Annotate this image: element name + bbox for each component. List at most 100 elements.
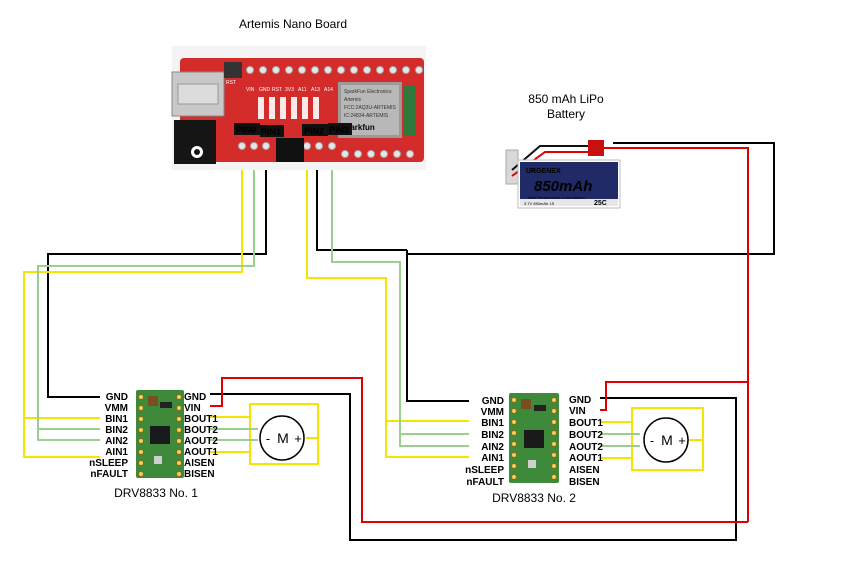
d2-pin-aout1: AOUT1 — [569, 453, 603, 464]
wire-gnd-driver1-right — [210, 393, 737, 541]
d1-pin-bin2: BIN2 — [105, 425, 128, 436]
motor-1: - M + — [259, 415, 305, 461]
battery-title-line1: 850 mAh LiPo — [528, 92, 604, 106]
chip-line-4: IC:24834-ARTEMIS — [344, 113, 389, 119]
driver2-chip — [524, 430, 544, 448]
d2-pin-bin1: BIN1 — [481, 418, 504, 429]
d1-pin-aout2: AOUT2 — [184, 436, 218, 447]
d1-pin-vin: VIN — [184, 403, 201, 414]
d2-pin-bisen: BISEN — [569, 477, 600, 488]
d2-pin-gnd-left: GND — [482, 396, 504, 407]
d1-pin-ain1: AIN1 — [105, 447, 128, 458]
driver1-label: DRV8833 No. 1 — [114, 486, 198, 500]
battery-plug-icon — [588, 140, 604, 156]
motor-2: - M + — [643, 417, 689, 463]
pin3-label: PIN3 — [329, 125, 349, 135]
silk-rst: RST — [272, 87, 282, 93]
motor2-plus: + — [678, 433, 686, 448]
motor2-minus: - — [650, 433, 654, 448]
artemis-nano-board: RST VIN GND RST 3V3 A11 A13 A14 SparkFun… — [171, 46, 426, 170]
d1-pin-gnd-right: GND — [184, 392, 206, 403]
wire-gnd-driver2-left — [406, 250, 469, 402]
battery-brand: URGENEX — [526, 168, 561, 175]
motor1-plus: + — [294, 431, 302, 446]
d1-pin-aout1: AOUT1 — [184, 447, 218, 458]
battery-tagline: High Performance Li-ion Battery — [528, 195, 585, 200]
d2-pin-bout1: BOUT1 — [569, 418, 603, 429]
d2-pin-ain1: AIN1 — [481, 453, 504, 464]
brand-logo: sparkfun — [341, 123, 375, 132]
silk-a13: A13 — [311, 87, 320, 93]
board-title: Artemis Nano Board — [239, 17, 347, 31]
antenna — [404, 86, 416, 136]
d2-pin-aout2: AOUT2 — [569, 442, 603, 453]
d1-pin-gnd-left: GND — [106, 392, 128, 403]
d1-pin-aisen: AISEN — [184, 458, 215, 469]
driver1-chip — [150, 426, 170, 444]
board-pads — [258, 97, 319, 119]
battery-title-line2: Battery — [547, 107, 585, 121]
chip-line-1: SparkFun Electronics — [344, 89, 392, 95]
motor2-label: M — [661, 432, 673, 448]
d2-pin-nsleep: nSLEEP — [465, 465, 504, 476]
wire-battery-gnd — [407, 142, 775, 255]
d2-pin-gnd-right: GND — [569, 395, 591, 406]
silk-a14: A14 — [324, 87, 333, 93]
motor1-circle — [259, 415, 305, 461]
wire-gnd-main — [47, 152, 267, 398]
d1-pin-vmm: VMM — [105, 403, 128, 414]
drv8833-driver-1 — [136, 390, 184, 478]
d2-pin-vin: VIN — [569, 406, 586, 417]
silk-3v3: 3V3 — [285, 87, 294, 93]
qwiic-connector-icon — [276, 138, 304, 162]
d1-pin-bisen: BISEN — [184, 469, 215, 480]
d1-pin-bin1: BIN1 — [105, 414, 128, 425]
motor2-circle — [643, 417, 689, 463]
pin0-label: PIN0 — [236, 125, 256, 135]
wire-pin1 — [37, 152, 255, 441]
wires — [23, 142, 775, 541]
drv8833-driver-2 — [509, 393, 559, 483]
chip-line-3: FCC:2AQ3U-ARTEMIS — [344, 105, 397, 111]
d2-pin-vmm: VMM — [481, 407, 504, 418]
silk-a11: A11 — [298, 87, 307, 93]
driver2-left-pins: GND VMM BIN1 BIN2 AIN2 AIN1 nSLEEP nFAUL… — [465, 396, 504, 488]
d1-pin-bout1: BOUT1 — [184, 414, 218, 425]
header-holes-top — [246, 66, 423, 74]
wire-pin0 — [23, 152, 243, 458]
pin2-label: PIN2 — [304, 126, 324, 136]
driver1-left-pins: GND VMM BIN1 BIN2 AIN2 AIN1 nSLEEP nFAUL… — [89, 392, 128, 480]
wire-pin2 — [306, 152, 469, 458]
wire-pin3 — [331, 152, 469, 447]
wire-vin-driver2 — [600, 381, 748, 411]
pin1-label: PIN1 — [261, 127, 281, 137]
motor1-label: M — [277, 430, 289, 446]
d2-pin-bin2: BIN2 — [481, 430, 504, 441]
silk-gnd: GND — [259, 87, 271, 93]
header-holes-bottom — [238, 142, 414, 158]
driver2-right-pins: GND VIN BOUT1 BOUT2 AOUT2 AOUT1 AISEN BI… — [569, 395, 603, 488]
d1-pin-nsleep: nSLEEP — [89, 458, 128, 469]
d2-pin-bout2: BOUT2 — [569, 430, 603, 441]
battery-body — [520, 162, 618, 206]
chip-line-2: Artemis — [344, 97, 361, 103]
driver2-label: DRV8833 No. 2 — [492, 491, 576, 505]
wire-m1-bout1 — [210, 403, 319, 465]
d2-pin-ain2: AIN2 — [481, 442, 504, 453]
d1-pin-ain2: AIN2 — [105, 436, 128, 447]
d2-pin-nfault: nFAULT — [466, 477, 504, 488]
lipo-battery: URGENEX 850mAh High Performance Li-ion B… — [505, 140, 621, 209]
battery-capacity: 850mAh — [534, 178, 592, 195]
battery-rating: 25C — [594, 200, 607, 207]
rst-label: RST — [226, 80, 236, 86]
silk-vin: VIN — [246, 87, 255, 93]
d1-pin-bout2: BOUT2 — [184, 425, 218, 436]
reset-button-icon — [224, 62, 242, 78]
wire-gnd-bus — [316, 155, 407, 251]
wire-vin-driver1 — [210, 377, 748, 523]
battery-spec: 3.7V 850mAh 1S — [524, 201, 555, 206]
d1-pin-nfault: nFAULT — [90, 469, 128, 480]
wire-battery-vin — [598, 147, 749, 522]
motor1-minus: - — [266, 431, 270, 446]
